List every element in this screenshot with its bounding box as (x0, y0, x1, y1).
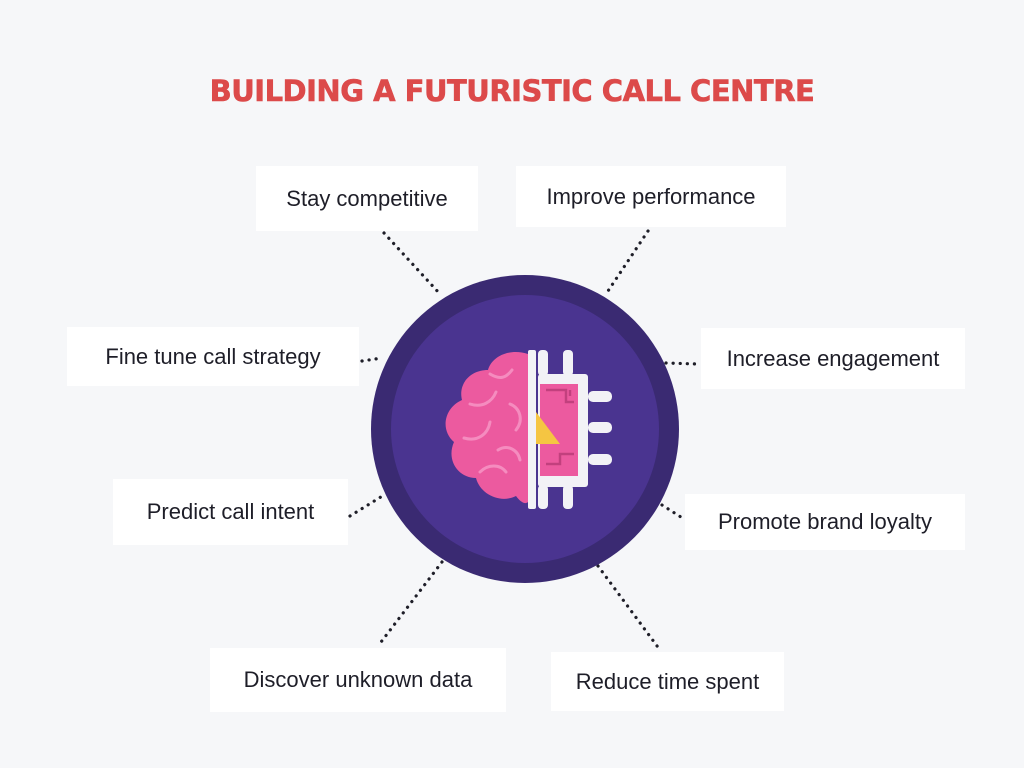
connector-predict-call-intent (348, 493, 386, 518)
brain-chip-icon (445, 350, 612, 509)
hub-circle (371, 275, 679, 583)
connector-improve-performance (604, 229, 650, 296)
benefit-discover-unknown-data: Discover unknown data (210, 648, 506, 712)
benefit-promote-brand-loyalty: Promote brand loyalty (685, 494, 965, 550)
benefit-predict-call-intent: Predict call intent (113, 479, 348, 545)
benefit-reduce-time-spent: Reduce time spent (551, 652, 784, 711)
connector-stay-competitive (382, 231, 442, 296)
diagram-title: BUILDING A FUTURISTIC CALL CENTRE (209, 74, 815, 109)
benefit-fine-tune-call-strategy: Fine tune call strategy (67, 327, 359, 386)
connector-promote-brand-loyalty (660, 503, 686, 521)
benefit-stay-competitive: Stay competitive (256, 166, 478, 231)
benefit-improve-performance: Improve performance (516, 166, 786, 227)
benefit-increase-engagement: Increase engagement (701, 328, 965, 389)
